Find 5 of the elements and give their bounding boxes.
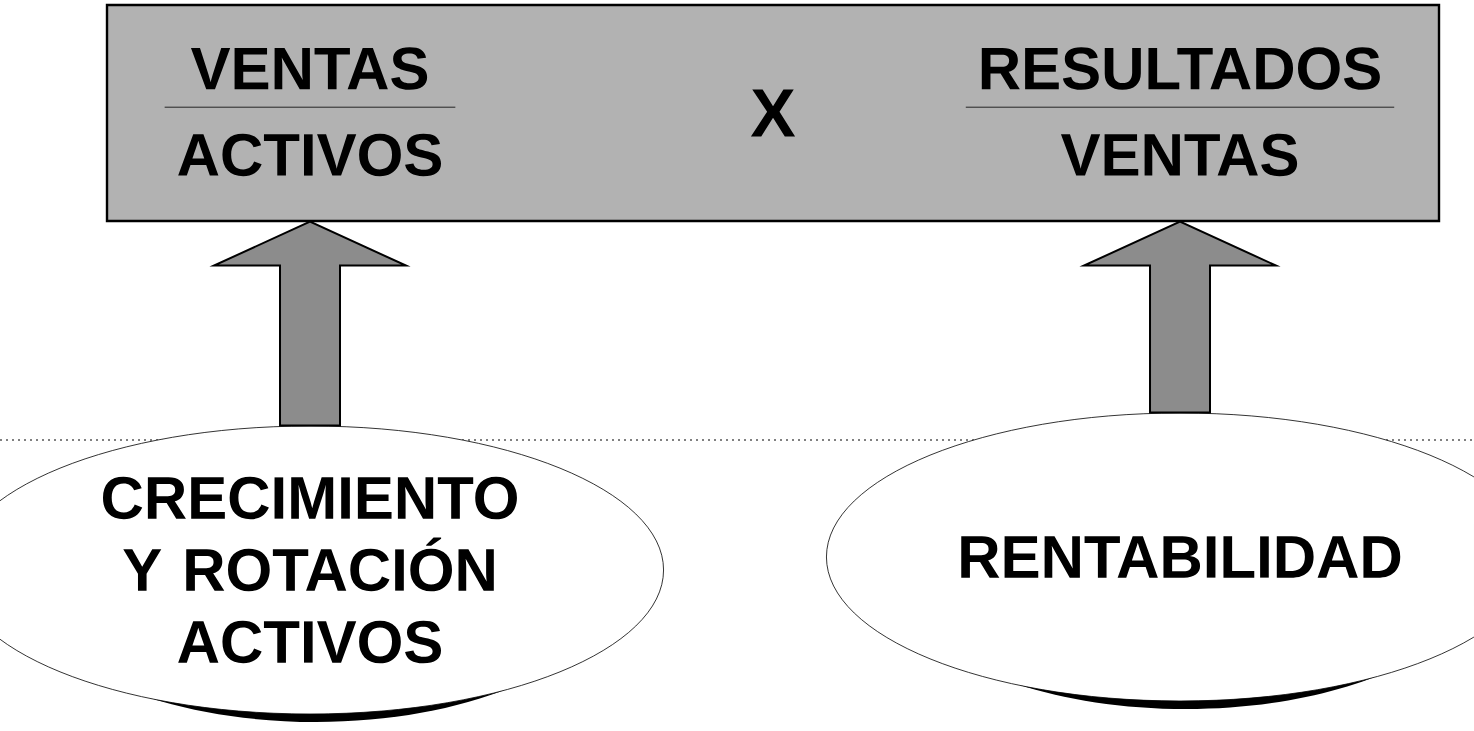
- node-label: RENTABILIDAD: [961, 536, 1401, 578]
- block-arrow: [1079, 220, 1281, 414]
- block-arrow: [209, 220, 411, 427]
- fraction: RESULTADOS VENTAS: [965, 47, 1395, 177]
- fraction: VENTAS ACTIVOS: [164, 47, 456, 177]
